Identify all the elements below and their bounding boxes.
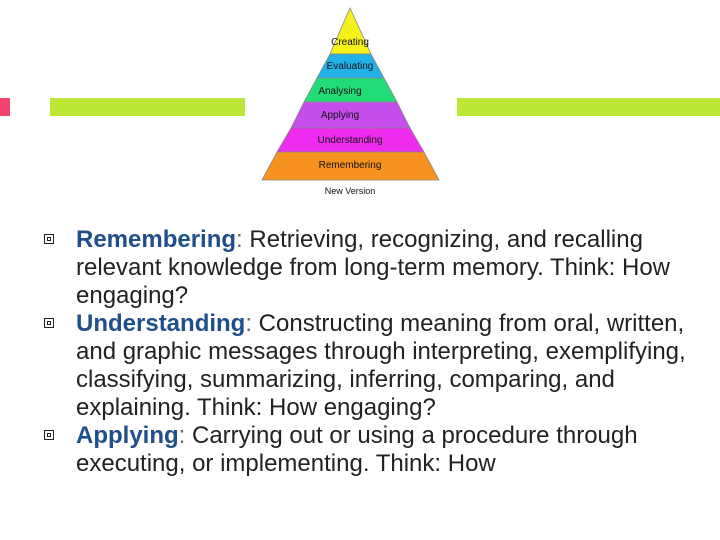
pyramid-caption: New Version [325,186,376,196]
term-understanding: Understanding [76,310,246,337]
bullet-list: Remembering: Retrieving, recognizing, an… [0,226,720,478]
term-colon: : [236,226,243,253]
decorative-bar-left [0,98,245,116]
pyramid-label-creating: Creating [331,37,369,48]
term-colon: : [178,422,186,449]
list-item: Remembering: Retrieving, recognizing, an… [0,226,720,310]
term-colon: : [245,310,253,337]
definition-text: Carrying out or using a procedure throug… [76,422,638,477]
green-accent-bar [457,98,720,116]
pyramid-label-analysing: Analysing [318,86,361,97]
pink-accent-bar [0,98,10,116]
list-item: Understanding: Constructing meaning from… [0,310,720,422]
pyramid-label-remembering: Remembering [319,160,382,171]
green-accent-bar [50,98,245,116]
pyramid-label-evaluating: Evaluating [327,61,374,72]
list-item: Applying: Carrying out or using a proced… [0,422,720,478]
square-bullet-icon [44,234,54,244]
decorative-bar-right [457,98,720,116]
blooms-taxonomy-pyramid: Creating Evaluating Analysing Applying U… [261,7,440,196]
definition-text: Constructing meaning from oral, written,… [76,310,686,421]
term-applying: Applying [76,422,179,449]
square-bullet-icon [44,430,54,440]
definition-text: Retrieving, recognizing, and recalling r… [76,226,670,309]
pyramid-level-remembering [261,151,440,181]
square-bullet-icon [44,318,54,328]
pyramid-label-applying: Applying [321,110,359,121]
term-remembering: Remembering [76,226,237,253]
pyramid-label-understanding: Understanding [317,135,382,146]
